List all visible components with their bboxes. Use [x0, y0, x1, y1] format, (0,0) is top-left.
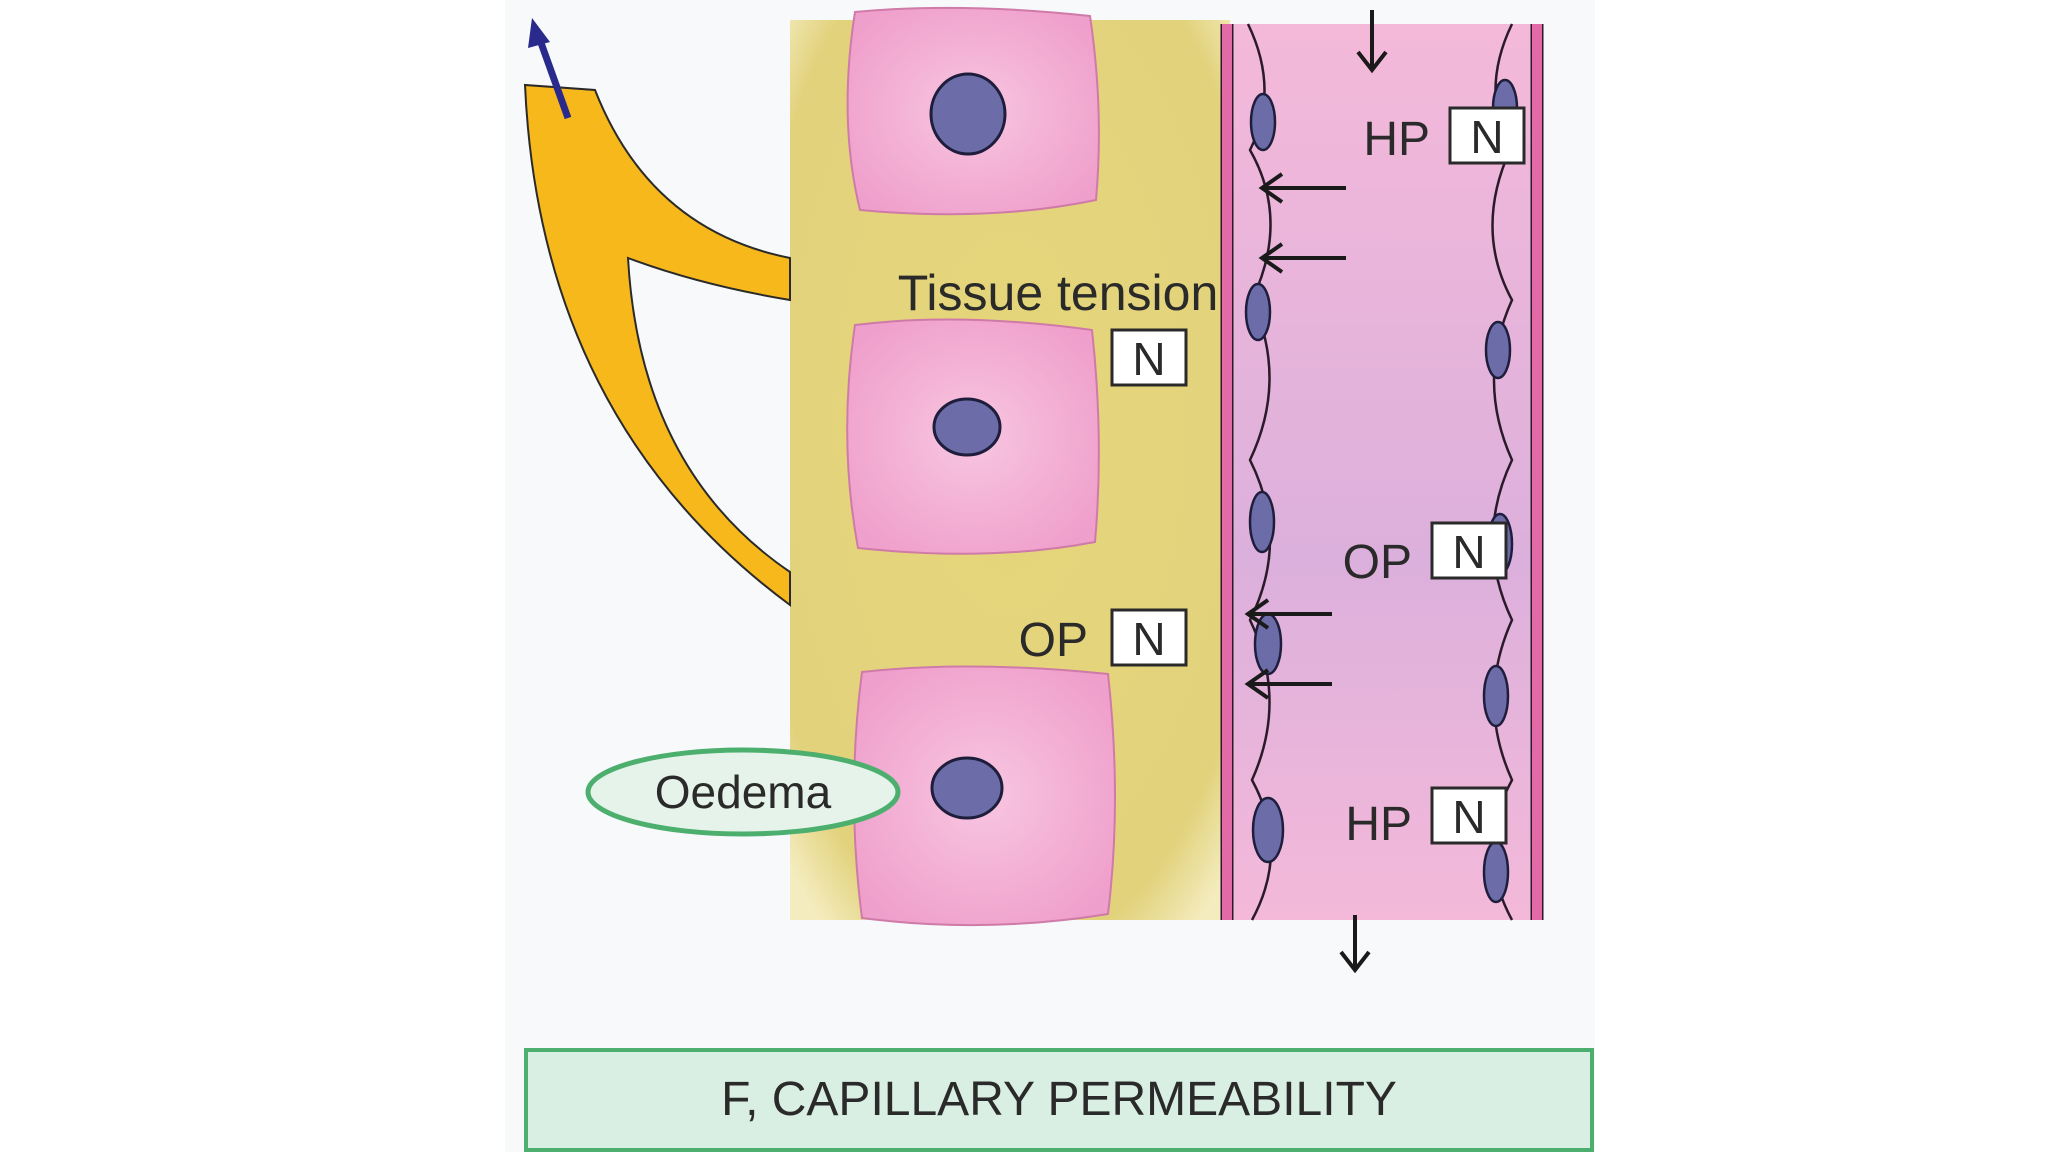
nucleus	[1251, 796, 1285, 864]
capillary	[1220, 23, 1544, 921]
tissue-tension-status: N	[1132, 333, 1165, 385]
hp-venous-label: HP	[1345, 798, 1412, 851]
op-capillary-label: OP	[1343, 536, 1412, 589]
op-capillary-status-box: N	[1430, 521, 1508, 580]
fluid-outflow-arrow-icon	[1258, 242, 1346, 274]
figure-caption: F, CAPILLARY PERMEABILITY	[721, 1073, 1397, 1126]
blood-flow-out-arrow-icon	[1339, 915, 1371, 974]
interstitial-op-status-box: N	[1110, 608, 1188, 667]
interstitial-op-label: OP	[1019, 614, 1088, 667]
hp-arterial-label: HP	[1363, 113, 1430, 166]
nucleus	[930, 756, 1004, 820]
hp-arterial-status: N	[1470, 111, 1503, 163]
nucleus	[1248, 490, 1276, 554]
nucleus	[929, 72, 1007, 156]
tissue-cell	[846, 318, 1100, 555]
tissue-tension-label: Tissue tension	[898, 265, 1219, 321]
fluid-outflow-arrow-icon	[1258, 172, 1346, 204]
oedema-label: Oedema	[655, 766, 832, 818]
hp-venous-status: N	[1452, 791, 1485, 843]
tissue-cell	[846, 6, 1100, 216]
op-capillary-status: N	[1452, 526, 1485, 578]
nucleus	[1484, 320, 1512, 380]
tissue-cell	[853, 665, 1116, 927]
lymphatic-vessel	[523, 83, 791, 607]
interstitial-op-status: N	[1132, 613, 1165, 665]
caption-bar: F, CAPILLARY PERMEABILITY	[524, 1048, 1594, 1152]
tissue-tension-status-box: N	[1110, 328, 1188, 387]
nucleus	[1482, 664, 1510, 728]
lymph-flow-arrow-icon	[528, 18, 572, 120]
hp-arterial-status-box: N	[1448, 106, 1526, 165]
hp-venous-status-box: N	[1430, 786, 1508, 845]
blood-flow-in-arrow-icon	[1356, 10, 1388, 74]
nucleus	[1249, 92, 1277, 152]
oedema-callout: Oedema	[585, 747, 901, 837]
nucleus	[1244, 282, 1272, 342]
nucleus	[932, 397, 1002, 457]
fluid-outflow-arrow-icon	[1244, 668, 1332, 700]
fluid-outflow-arrow-icon	[1244, 598, 1332, 630]
nucleus	[1482, 840, 1510, 904]
